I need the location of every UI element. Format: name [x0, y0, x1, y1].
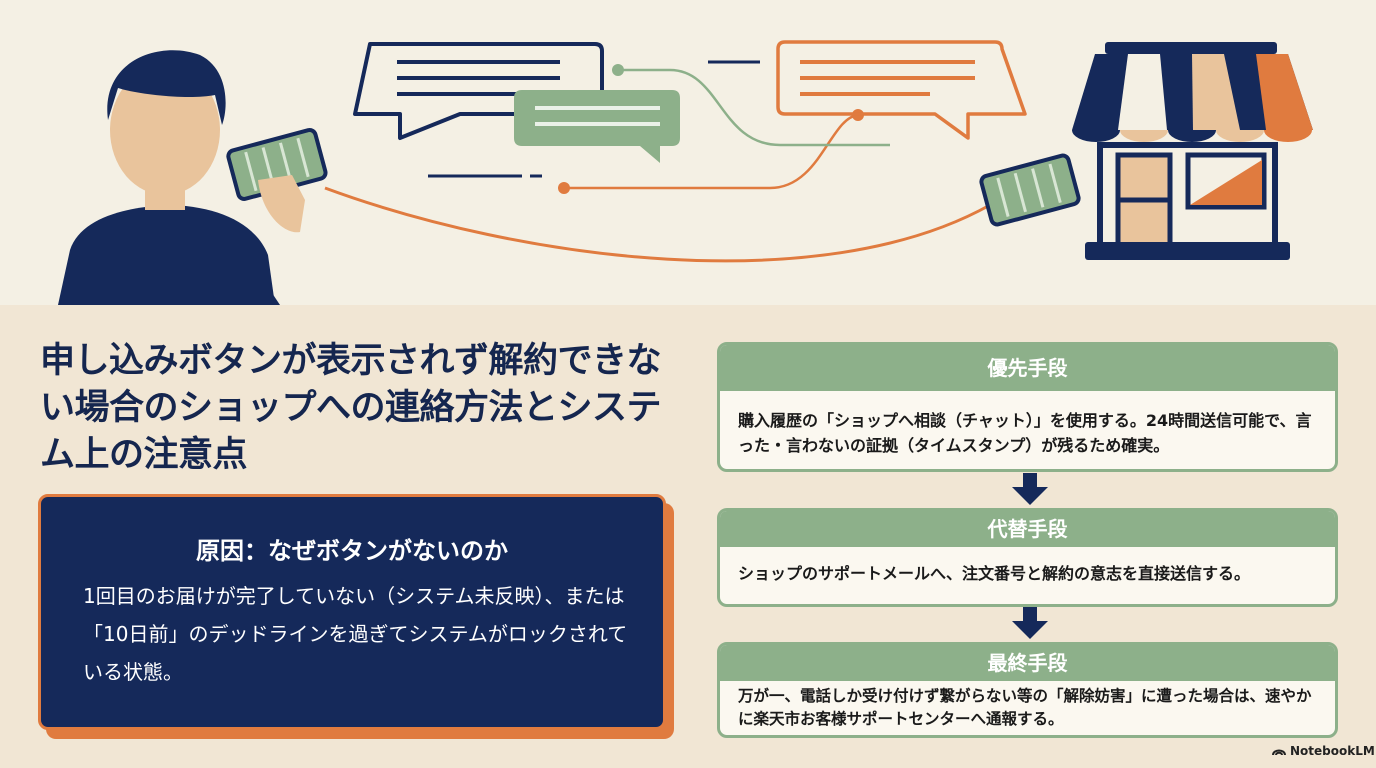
step-label: 優先手段	[720, 345, 1335, 391]
brand-name: NotebookLM	[1290, 744, 1375, 758]
step-label: 代替手段	[720, 511, 1335, 547]
notebooklm-logo-icon	[1272, 749, 1286, 756]
step-text: ショップのサポートメールへ、注文番号と解約の意志を直接送信する。	[738, 564, 1251, 583]
person-with-can-phone-icon	[58, 50, 328, 305]
step-card-priority: 優先手段 購入履歴の「ショップへ相談（チャット）」を使用する。24時間送信可能で…	[717, 342, 1338, 472]
can-phone-icon	[979, 153, 1081, 227]
down-arrow-icon	[1012, 473, 1048, 505]
step-text: 万が一、電話しか受け付けず繋がらない等の「解除妨害」に遭った場合は、速やかに楽天…	[738, 687, 1312, 728]
speech-bubble-icon	[776, 40, 1027, 140]
illustration	[58, 40, 1313, 305]
brand-watermark: NotebookLM	[1272, 744, 1375, 758]
connector-dot	[558, 182, 570, 194]
step-card-alternative: 代替手段 ショップのサポートメールへ、注文番号と解約の意志を直接送信する。	[717, 508, 1338, 607]
shop-storefront-icon	[1072, 42, 1313, 260]
page-title: 申し込みボタンが表示されず解約できない場合のショップへの連絡方法とシステム上の注…	[40, 341, 662, 475]
step-card-final: 最終手段 万が一、電話しか受け付けず繋がらない等の「解除妨害」に遭った場合は、速…	[717, 642, 1338, 738]
cause-heading: 原因：なぜボタンがないのか	[196, 537, 508, 565]
string-line	[324, 186, 991, 263]
connector-orange	[564, 113, 859, 190]
speech-bubble-icon	[514, 90, 680, 163]
step-label: 最終手段	[720, 645, 1335, 681]
connector-green	[618, 68, 890, 147]
cause-text: 1回目のお届けが完了していない（システム未反映）、または「10日前」のデッドライ…	[83, 584, 628, 684]
cause-box: 原因：なぜボタンがないのか 1回目のお届けが完了していない（システム未反映）、ま…	[38, 494, 666, 730]
down-arrow-icon	[1012, 607, 1048, 639]
connector-dot	[612, 64, 624, 76]
step-text: 購入履歴の「ショップへ相談（チャット）」を使用する。24時間送信可能で、言った・…	[738, 411, 1312, 455]
